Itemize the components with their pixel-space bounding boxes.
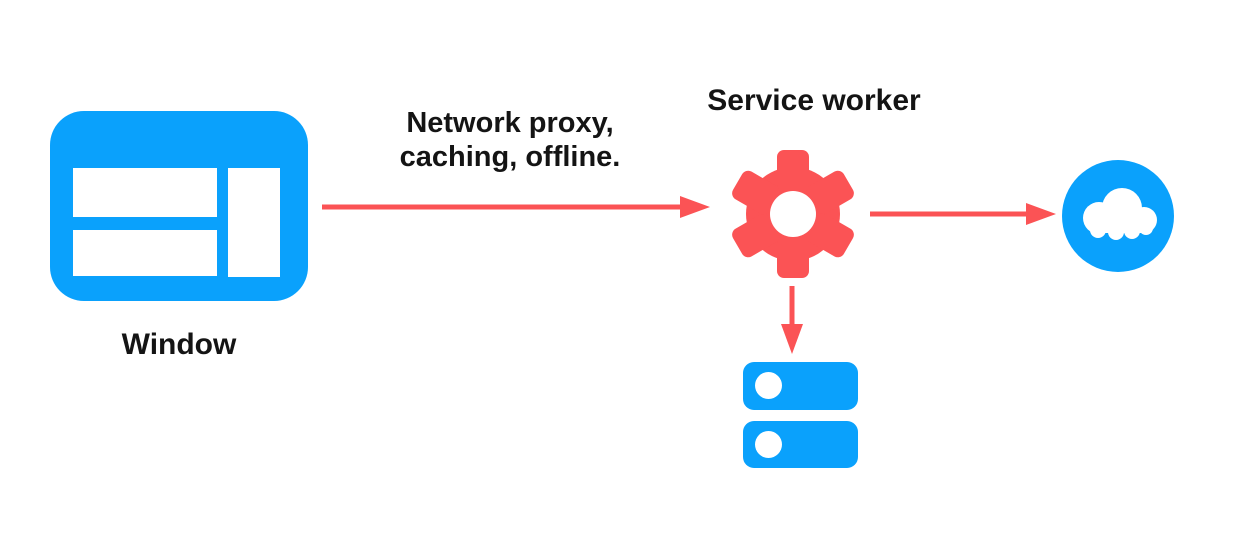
browser-window-icon	[50, 111, 308, 301]
storage-icon-2	[743, 421, 858, 468]
storage-drive-dot	[755, 372, 782, 399]
cloud-icon	[1062, 160, 1174, 272]
edge-label-line-1: Network proxy,	[406, 107, 614, 139]
gear-icon	[729, 150, 857, 278]
window-node-label: Window	[121, 328, 237, 361]
arrow-service-worker-to-network-icon	[868, 201, 1058, 227]
storage-drive-dot	[755, 431, 782, 458]
arrow-service-worker-to-storage-icon	[779, 284, 805, 356]
edge-label-network-proxy: Network proxy, caching, offline.	[362, 106, 658, 174]
window-pane-bottom	[73, 230, 217, 276]
storage-icon	[743, 362, 858, 410]
arrow-window-to-service-worker-icon	[320, 194, 712, 220]
window-pane-sidebar	[228, 168, 280, 277]
edge-label-line-2: caching, offline.	[399, 141, 621, 173]
service-worker-node-label: Service worker	[707, 84, 921, 117]
window-pane-top	[73, 168, 217, 217]
